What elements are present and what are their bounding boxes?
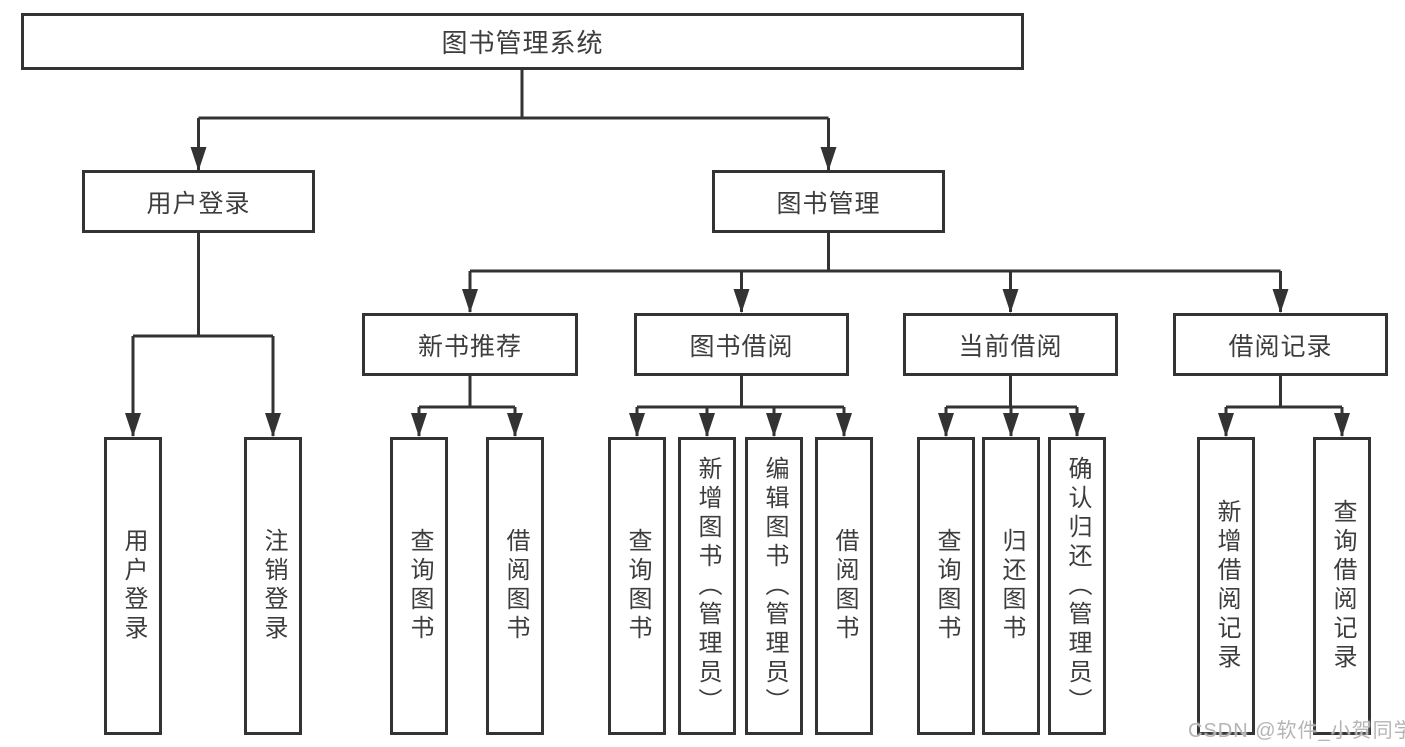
node-borrow-record: 借阅记录 — [1173, 313, 1388, 376]
leaf-query-borrow-record-label: 查询借阅记录 — [1329, 499, 1356, 673]
leaf-edit-book-admin: 编辑图书（管理员） — [745, 437, 803, 735]
leaf-return-book-label: 归还图书 — [998, 528, 1025, 644]
leaf-query-book-current: 查询图书 — [917, 437, 975, 735]
node-new-book-recommend: 新书推荐 — [362, 313, 578, 376]
leaf-user-login: 用户登录 — [104, 437, 162, 735]
leaf-return-book: 归还图书 — [982, 437, 1040, 735]
leaf-add-borrow-record-label: 新增借阅记录 — [1213, 499, 1240, 673]
leaf-query-book-current-label: 查询图书 — [933, 528, 960, 644]
leaf-query-borrow-record: 查询借阅记录 — [1313, 437, 1371, 735]
node-user-login-label: 用户登录 — [146, 189, 251, 218]
connector-lines — [125, 70, 1350, 437]
node-library-system: 图书管理系统 — [21, 13, 1024, 70]
leaf-confirm-return-admin: 确认归还（管理员） — [1048, 437, 1106, 735]
leaf-query-book-recommend: 查询图书 — [390, 437, 448, 735]
leaf-borrow-book-label: 借阅图书 — [831, 528, 858, 644]
leaf-logout: 注销登录 — [244, 437, 302, 735]
leaf-add-borrow-record: 新增借阅记录 — [1197, 437, 1255, 735]
leaf-edit-book-admin-label: 编辑图书（管理员） — [761, 455, 788, 717]
node-current-borrow: 当前借阅 — [903, 313, 1118, 376]
node-book-management: 图书管理 — [712, 170, 945, 233]
leaf-query-book-borrow: 查询图书 — [608, 437, 666, 735]
leaf-user-login-label: 用户登录 — [120, 528, 147, 644]
node-user-login: 用户登录 — [82, 170, 315, 233]
leaf-borrow-book-recommend: 借阅图书 — [486, 437, 544, 735]
leaf-borrow-book-recommend-label: 借阅图书 — [502, 528, 529, 644]
node-book-management-label: 图书管理 — [776, 189, 881, 218]
watermark: CSDN @软件_小贺同学 — [1188, 720, 1405, 742]
leaf-query-book-borrow-label: 查询图书 — [624, 528, 651, 644]
node-current-borrow-label: 当前借阅 — [958, 332, 1063, 361]
node-book-borrow-label: 图书借阅 — [689, 332, 794, 361]
leaf-logout-label: 注销登录 — [260, 528, 287, 644]
node-new-book-recommend-label: 新书推荐 — [417, 332, 522, 361]
node-borrow-record-label: 借阅记录 — [1228, 332, 1333, 361]
leaf-confirm-return-admin-label: 确认归还（管理员） — [1064, 455, 1091, 717]
leaf-query-book-recommend-label: 查询图书 — [406, 528, 433, 644]
leaf-borrow-book: 借阅图书 — [815, 437, 873, 735]
leaf-add-book-admin-label: 新增图书（管理员） — [694, 455, 721, 717]
node-book-borrow: 图书借阅 — [634, 313, 849, 376]
leaf-add-book-admin: 新增图书（管理员） — [678, 437, 736, 735]
node-library-system-label: 图书管理系统 — [441, 28, 604, 58]
